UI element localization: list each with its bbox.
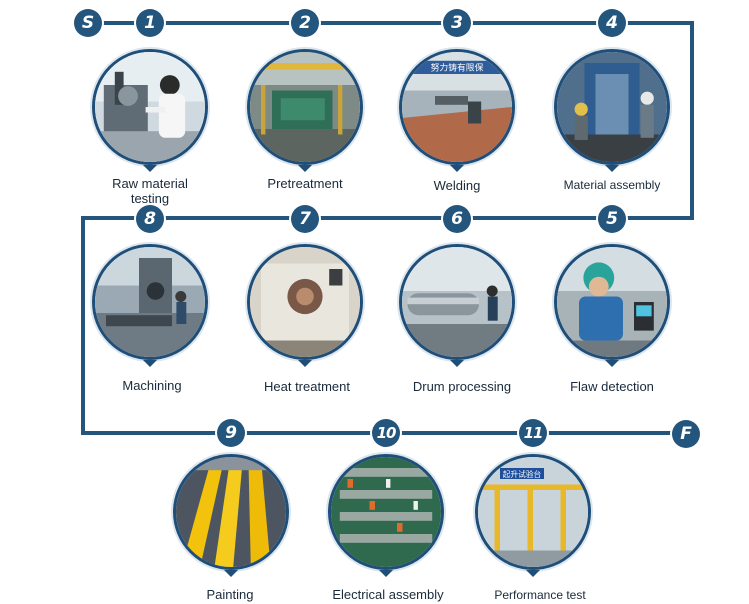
photo-painting (173, 454, 289, 570)
painted-beams-image (176, 457, 286, 567)
step-marker-4: 4 (598, 9, 626, 37)
photo-pointer (450, 165, 464, 172)
step-label-11: Performance test (494, 588, 586, 602)
welding-workshop-image: 努力铸有限保 (402, 52, 512, 162)
photo-pointer (450, 360, 464, 367)
step-label-5: Flaw detection (570, 379, 654, 394)
step-marker-7: 7 (291, 205, 319, 233)
step-label-3: Welding (433, 178, 481, 193)
step-label-10: Electrical assembly (332, 587, 444, 602)
start-marker: S (74, 9, 102, 37)
step-marker-3: 3 (443, 9, 471, 37)
step-label-4: Material assembly (563, 178, 661, 192)
assembly-workers-image (557, 52, 667, 162)
step-marker-5: 5 (598, 205, 626, 233)
step-label-7: Heat treatment (264, 379, 350, 394)
photo-flaw-detection (554, 244, 670, 360)
photo-pointer (379, 570, 393, 577)
heat-treatment-machine-image (250, 247, 360, 357)
photo-raw-material-testing (92, 49, 208, 165)
photo-material-assembly (554, 49, 670, 165)
step-marker-9: 9 (217, 419, 245, 447)
photo-heat-treatment (247, 244, 363, 360)
step-label-1: Raw material testing (75, 176, 225, 206)
photo-pointer (526, 570, 540, 577)
photo-pointer (298, 360, 312, 367)
step-marker-1: 1 (136, 9, 164, 37)
label-text: Raw material testing (112, 176, 188, 206)
finish-marker: F (672, 420, 700, 448)
photo-pointer (143, 165, 157, 172)
drum-lathe-image (402, 247, 512, 357)
step-label-2: Pretreatment (267, 176, 343, 191)
step-marker-10: 10 (372, 419, 400, 447)
photo-performance-test: 起升试验台 (475, 454, 591, 570)
electrical-cabinet-image (331, 457, 441, 567)
photo-pointer (605, 360, 619, 367)
step-label-8: Machining (122, 378, 182, 393)
flaw-detection-operator-image (557, 247, 667, 357)
photo-electrical-assembly (328, 454, 444, 570)
photo-pointer (224, 570, 238, 577)
photo-drum-processing (399, 244, 515, 360)
performance-test-rig-image: 起升试验台 (478, 457, 588, 567)
microscope-lab-image (95, 52, 205, 162)
step-marker-6: 6 (443, 205, 471, 233)
step-label-6: Drum processing (412, 379, 512, 394)
machining-center-image (95, 247, 205, 357)
step-marker-8: 8 (136, 205, 164, 233)
factory-hall-image (250, 52, 360, 162)
step-marker-11: 11 (519, 419, 547, 447)
photo-machining (92, 244, 208, 360)
welding-banner-text: 努力铸有限保 (431, 62, 484, 74)
process-path (81, 21, 694, 435)
photo-welding: 努力铸有限保 (399, 49, 515, 165)
performance-sign-text: 起升试验台 (503, 469, 542, 479)
photo-pointer (298, 165, 312, 172)
photo-pointer (143, 360, 157, 367)
photo-pretreatment (247, 49, 363, 165)
step-marker-2: 2 (291, 9, 319, 37)
photo-pointer (605, 165, 619, 172)
step-label-9: Painting (206, 587, 254, 602)
